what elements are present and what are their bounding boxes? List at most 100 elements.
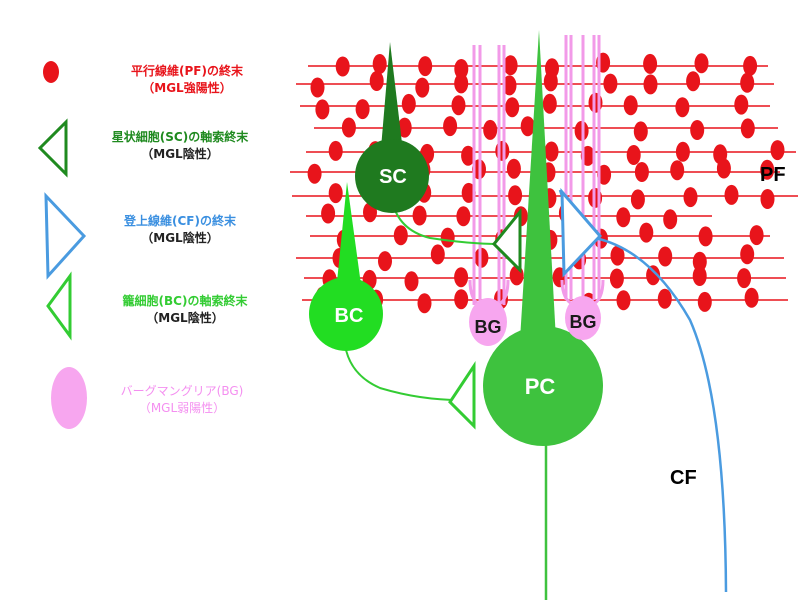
pf-terminal xyxy=(393,225,408,246)
legend-bc-subtitle: （MGL陰性） xyxy=(146,311,224,325)
stellate-axon-terminal xyxy=(491,207,522,274)
pf-terminal xyxy=(616,290,631,311)
pf-terminal xyxy=(698,226,713,247)
bg-label-right: BG xyxy=(570,312,597,332)
legend-bg: バーグマングリア(BG) （MGL弱陽性） xyxy=(92,383,272,417)
legend-cf-title: 登上線維(CF)の終末 xyxy=(124,214,236,228)
pf-terminal xyxy=(335,56,350,77)
pf-terminal xyxy=(697,291,712,312)
pf-terminal xyxy=(692,266,707,286)
pf-terminal xyxy=(397,117,412,138)
basket-cell-dendrite xyxy=(336,182,362,292)
pf-terminal xyxy=(670,160,685,181)
pf-terminal xyxy=(744,287,759,308)
pc-label: PC xyxy=(525,374,556,399)
pf-terminal xyxy=(417,293,432,314)
pf-terminal xyxy=(328,140,343,161)
pf-terminal xyxy=(401,93,416,114)
pf-terminal xyxy=(520,116,535,137)
legend-bc-terminal-symbol xyxy=(46,271,72,341)
pf-terminal xyxy=(378,251,392,272)
stellate-cell-dendrite xyxy=(380,42,404,160)
pf-terminal xyxy=(609,268,624,289)
pf-terminal xyxy=(454,267,469,288)
pf-terminal xyxy=(543,71,558,92)
pf-terminal xyxy=(456,206,471,227)
pf-terminal xyxy=(542,93,557,114)
climbing-fiber-terminal xyxy=(560,187,603,278)
pf-terminal xyxy=(341,117,356,138)
legend-bg-title: バーグマングリア(BG) xyxy=(120,384,244,398)
pf-terminal xyxy=(626,145,641,165)
pf-terminal xyxy=(740,118,755,139)
pf-terminal xyxy=(461,145,476,166)
pf-terminal xyxy=(743,55,758,76)
basket-cell-axon xyxy=(344,344,461,401)
pf-terminal xyxy=(418,56,433,77)
bg-label-left: BG xyxy=(475,317,502,337)
pf-terminal xyxy=(597,164,612,185)
pf-terminal xyxy=(454,289,469,310)
pf-terminal xyxy=(633,121,648,142)
pf-terminal xyxy=(355,99,370,120)
legend-sc-title: 星状細胞(SC)の軸索終末 xyxy=(111,130,249,144)
bergmann-glia-body-right xyxy=(565,296,601,340)
pf-terminal xyxy=(692,251,707,272)
pf-terminal xyxy=(443,116,458,137)
legend-cf-subtitle: （MGL陰性） xyxy=(141,231,219,245)
pf-terminal xyxy=(760,189,775,209)
pf-terminal xyxy=(495,140,510,161)
sc-label: SC xyxy=(379,166,407,188)
pf-terminal xyxy=(440,227,455,248)
pf-terminal xyxy=(307,163,322,184)
pf-terminal xyxy=(740,72,755,93)
legend-pf-title: 平行線維(PF)の終末 xyxy=(131,64,243,78)
pf-terminal xyxy=(603,73,618,94)
pf-terminal xyxy=(610,245,625,266)
purkinje-cell-dendrite xyxy=(520,30,556,340)
pf-terminal xyxy=(740,244,755,265)
pf-terminal xyxy=(749,225,764,246)
pf-terminal xyxy=(369,71,384,91)
bc-label: BC xyxy=(335,305,364,327)
pf-terminal xyxy=(690,120,705,140)
stellate-cell-body xyxy=(355,139,429,213)
legend-pf-subtitle: （MGL強陽性） xyxy=(142,81,232,95)
legend-bc: 籠細胞(BC)の軸索終末 （MGL陰性） xyxy=(90,293,280,327)
pf-terminal xyxy=(328,183,343,204)
pf-terminal xyxy=(430,244,445,265)
bergmann-glia-body-left xyxy=(469,298,507,346)
pf-terminal xyxy=(694,53,709,74)
pf-terminal xyxy=(760,159,775,180)
pf-terminal xyxy=(623,95,638,116)
pf-terminal xyxy=(686,71,701,92)
legend-cf-terminal-symbol xyxy=(44,192,87,280)
pf-terminal xyxy=(372,54,387,74)
cf-label: CF xyxy=(670,467,697,489)
legend-sc-terminal-symbol xyxy=(37,118,68,178)
pf-terminal xyxy=(657,288,672,309)
pf-terminal xyxy=(454,59,469,79)
pf-terminal xyxy=(724,184,739,205)
pf-terminal xyxy=(461,182,476,203)
pf-terminal xyxy=(675,97,690,118)
legend-bg-subtitle: （MGL弱陽性） xyxy=(138,401,226,415)
pf-terminal xyxy=(716,158,731,179)
pf-terminal xyxy=(616,207,631,228)
legend-bc-title: 籠細胞(BC)の軸索終末 xyxy=(122,294,248,308)
pf-terminal xyxy=(639,222,654,243)
pf-terminal xyxy=(770,140,785,161)
pf-label: PF xyxy=(760,164,786,186)
pf-terminal xyxy=(683,187,698,208)
legend-sc: 星状細胞(SC)の軸索終末 （MGL陰性） xyxy=(80,129,280,163)
pf-terminal xyxy=(663,209,678,230)
pf-terminal xyxy=(404,271,419,292)
pf-terminal xyxy=(415,77,430,98)
pf-terminal xyxy=(503,55,518,76)
pf-terminal xyxy=(646,265,661,286)
legend-pf: 平行線維(PF)の終末 （MGL強陽性） xyxy=(92,63,282,97)
pf-terminal xyxy=(505,97,520,118)
pf-terminal xyxy=(630,189,645,210)
pf-terminal xyxy=(506,158,521,179)
